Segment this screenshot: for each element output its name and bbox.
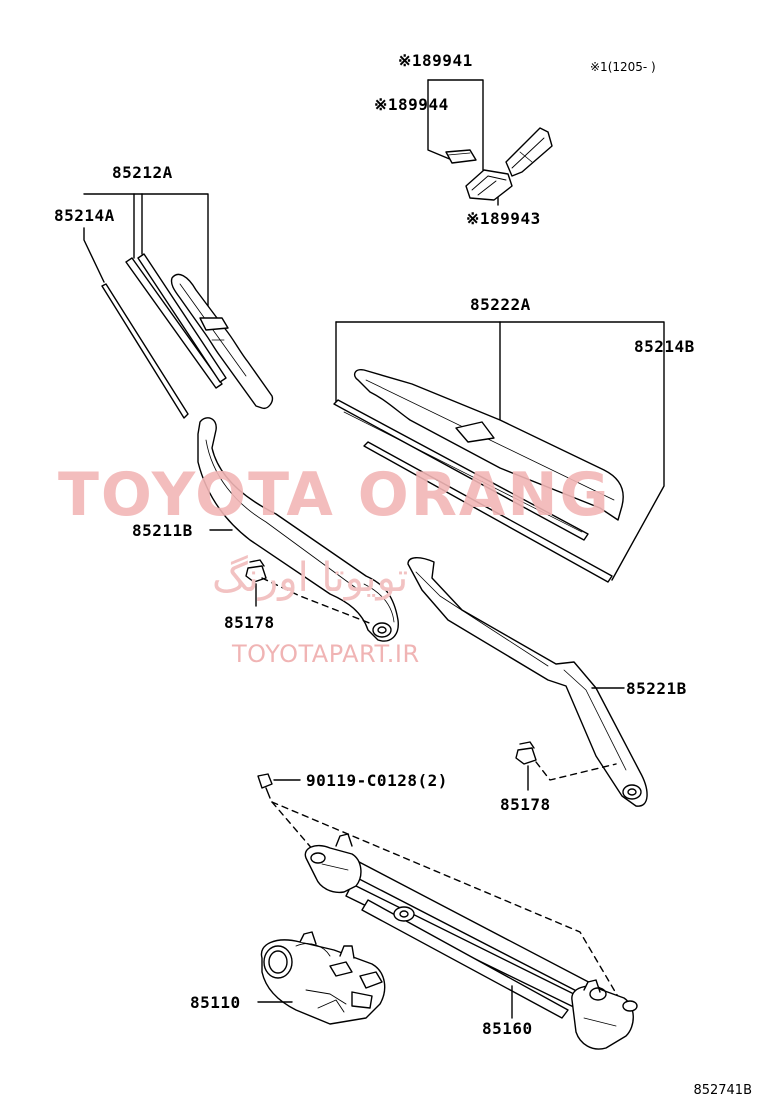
- part-label-89941: ※189941: [398, 51, 473, 70]
- watermark-persian: تویوتا اورنگ: [212, 555, 409, 601]
- part-label-85178-left: 85178: [224, 613, 275, 632]
- part-label-85214A: 85214A: [54, 206, 115, 225]
- nut-85178-right: [515, 741, 617, 791]
- driver-blade-group: [83, 193, 274, 419]
- passenger-arm-group: [407, 557, 648, 807]
- part-label-85214B: 85214B: [634, 337, 695, 356]
- wiper-motor-group: [257, 931, 386, 1025]
- wiper-adapter-part-group: [427, 79, 553, 206]
- wiper-linkage-group: [304, 833, 638, 1050]
- part-label-89944: ※189944: [374, 95, 449, 114]
- part-label-90119: 90119-C0128(2): [306, 771, 448, 790]
- driver-arm-group: [197, 417, 399, 642]
- part-label-85211B: 85211B: [132, 521, 193, 540]
- part-label-85212A: 85212A: [112, 163, 173, 182]
- note-label: ※1(1205- ): [590, 60, 656, 74]
- part-label-85178-right: 85178: [500, 795, 551, 814]
- part-label-85110: 85110: [190, 993, 241, 1012]
- part-label-85160: 85160: [482, 1019, 533, 1038]
- diagram-code: 852741B: [693, 1083, 752, 1098]
- passenger-blade-group: [333, 321, 665, 583]
- watermark-url: TOYOTAPART.IR: [232, 640, 420, 668]
- part-label-85222A: 85222A: [470, 295, 531, 314]
- part-label-89943: ※189943: [466, 209, 541, 228]
- part-label-85221B: 85221B: [626, 679, 687, 698]
- nut-85178-left: [245, 559, 373, 625]
- watermark-brand: TOYOTA ORANG: [58, 460, 611, 530]
